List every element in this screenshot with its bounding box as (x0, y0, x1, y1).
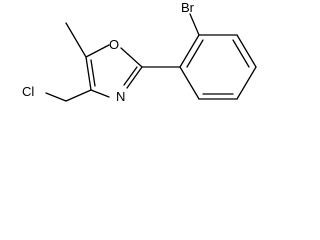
bond-c2-n3-inner (123, 66, 138, 86)
bond-methyl (65, 22, 87, 58)
bond-ch2-cl (45, 92, 67, 102)
bond-ar2-br (189, 13, 200, 36)
bond-c2-n3 (126, 66, 143, 89)
bond-c4-c5-inner (90, 59, 96, 87)
bond-ar4-ar5 (236, 66, 257, 100)
bond-c4-ch2 (65, 89, 92, 102)
bond-aromatic-inner-2 (232, 39, 250, 68)
bond-o1-c2 (120, 47, 143, 68)
bond-n3-c4 (90, 89, 110, 98)
atom-label-oxygen: O (109, 37, 119, 52)
bond-aromatic-inner-1 (186, 39, 204, 68)
atom-label-chlorine: Cl (22, 84, 34, 99)
atom-label-nitrogen: N (116, 89, 125, 104)
bond-c5-o1 (85, 44, 110, 58)
bond-c4-c5 (85, 56, 92, 91)
atom-label-bromine: Br (181, 0, 195, 15)
bond-ar3-ar4 (236, 34, 257, 68)
bond-ar1-ar2 (179, 34, 200, 68)
molecule-structure: Br O N Cl (22, 0, 257, 104)
bond-ar6-ar1 (179, 66, 200, 100)
